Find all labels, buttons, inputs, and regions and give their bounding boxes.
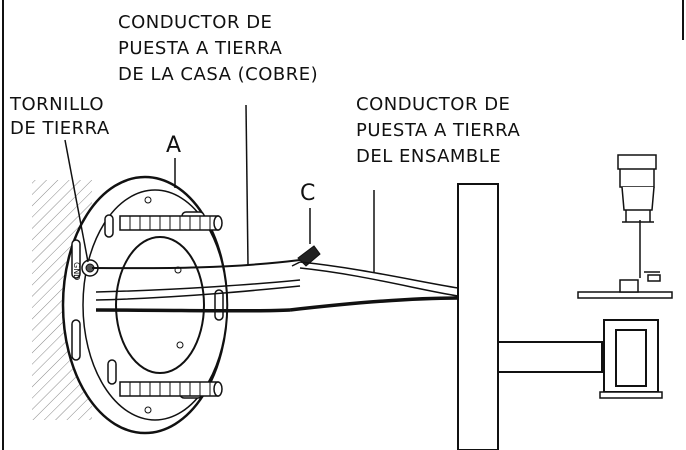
mounting-bracket	[61, 175, 229, 435]
assembly-ground-label: CONDUCTOR DE PUESTA A TIERRA DEL ENSAMBL…	[356, 94, 527, 167]
lamp-post	[457, 183, 499, 450]
support-arm	[497, 341, 603, 373]
house-ground-label: CONDUCTOR DE PUESTA A TIERRA DE LA CASA …	[118, 12, 318, 85]
threaded-stud-top	[119, 215, 223, 231]
house-ground-wire	[91, 259, 301, 270]
ground-screw-label: TORNILLO DE TIERRA	[9, 94, 110, 139]
leader-lines	[64, 104, 375, 272]
threaded-stud-bottom	[119, 381, 223, 397]
gnd-mark: GND	[72, 262, 81, 280]
wire-connector	[291, 245, 321, 267]
lamp-holder	[577, 154, 673, 399]
wire-bundle	[95, 279, 301, 313]
callout-a: A	[166, 133, 181, 158]
callout-c: C	[300, 181, 315, 206]
assembly-ground-wire	[289, 261, 459, 312]
